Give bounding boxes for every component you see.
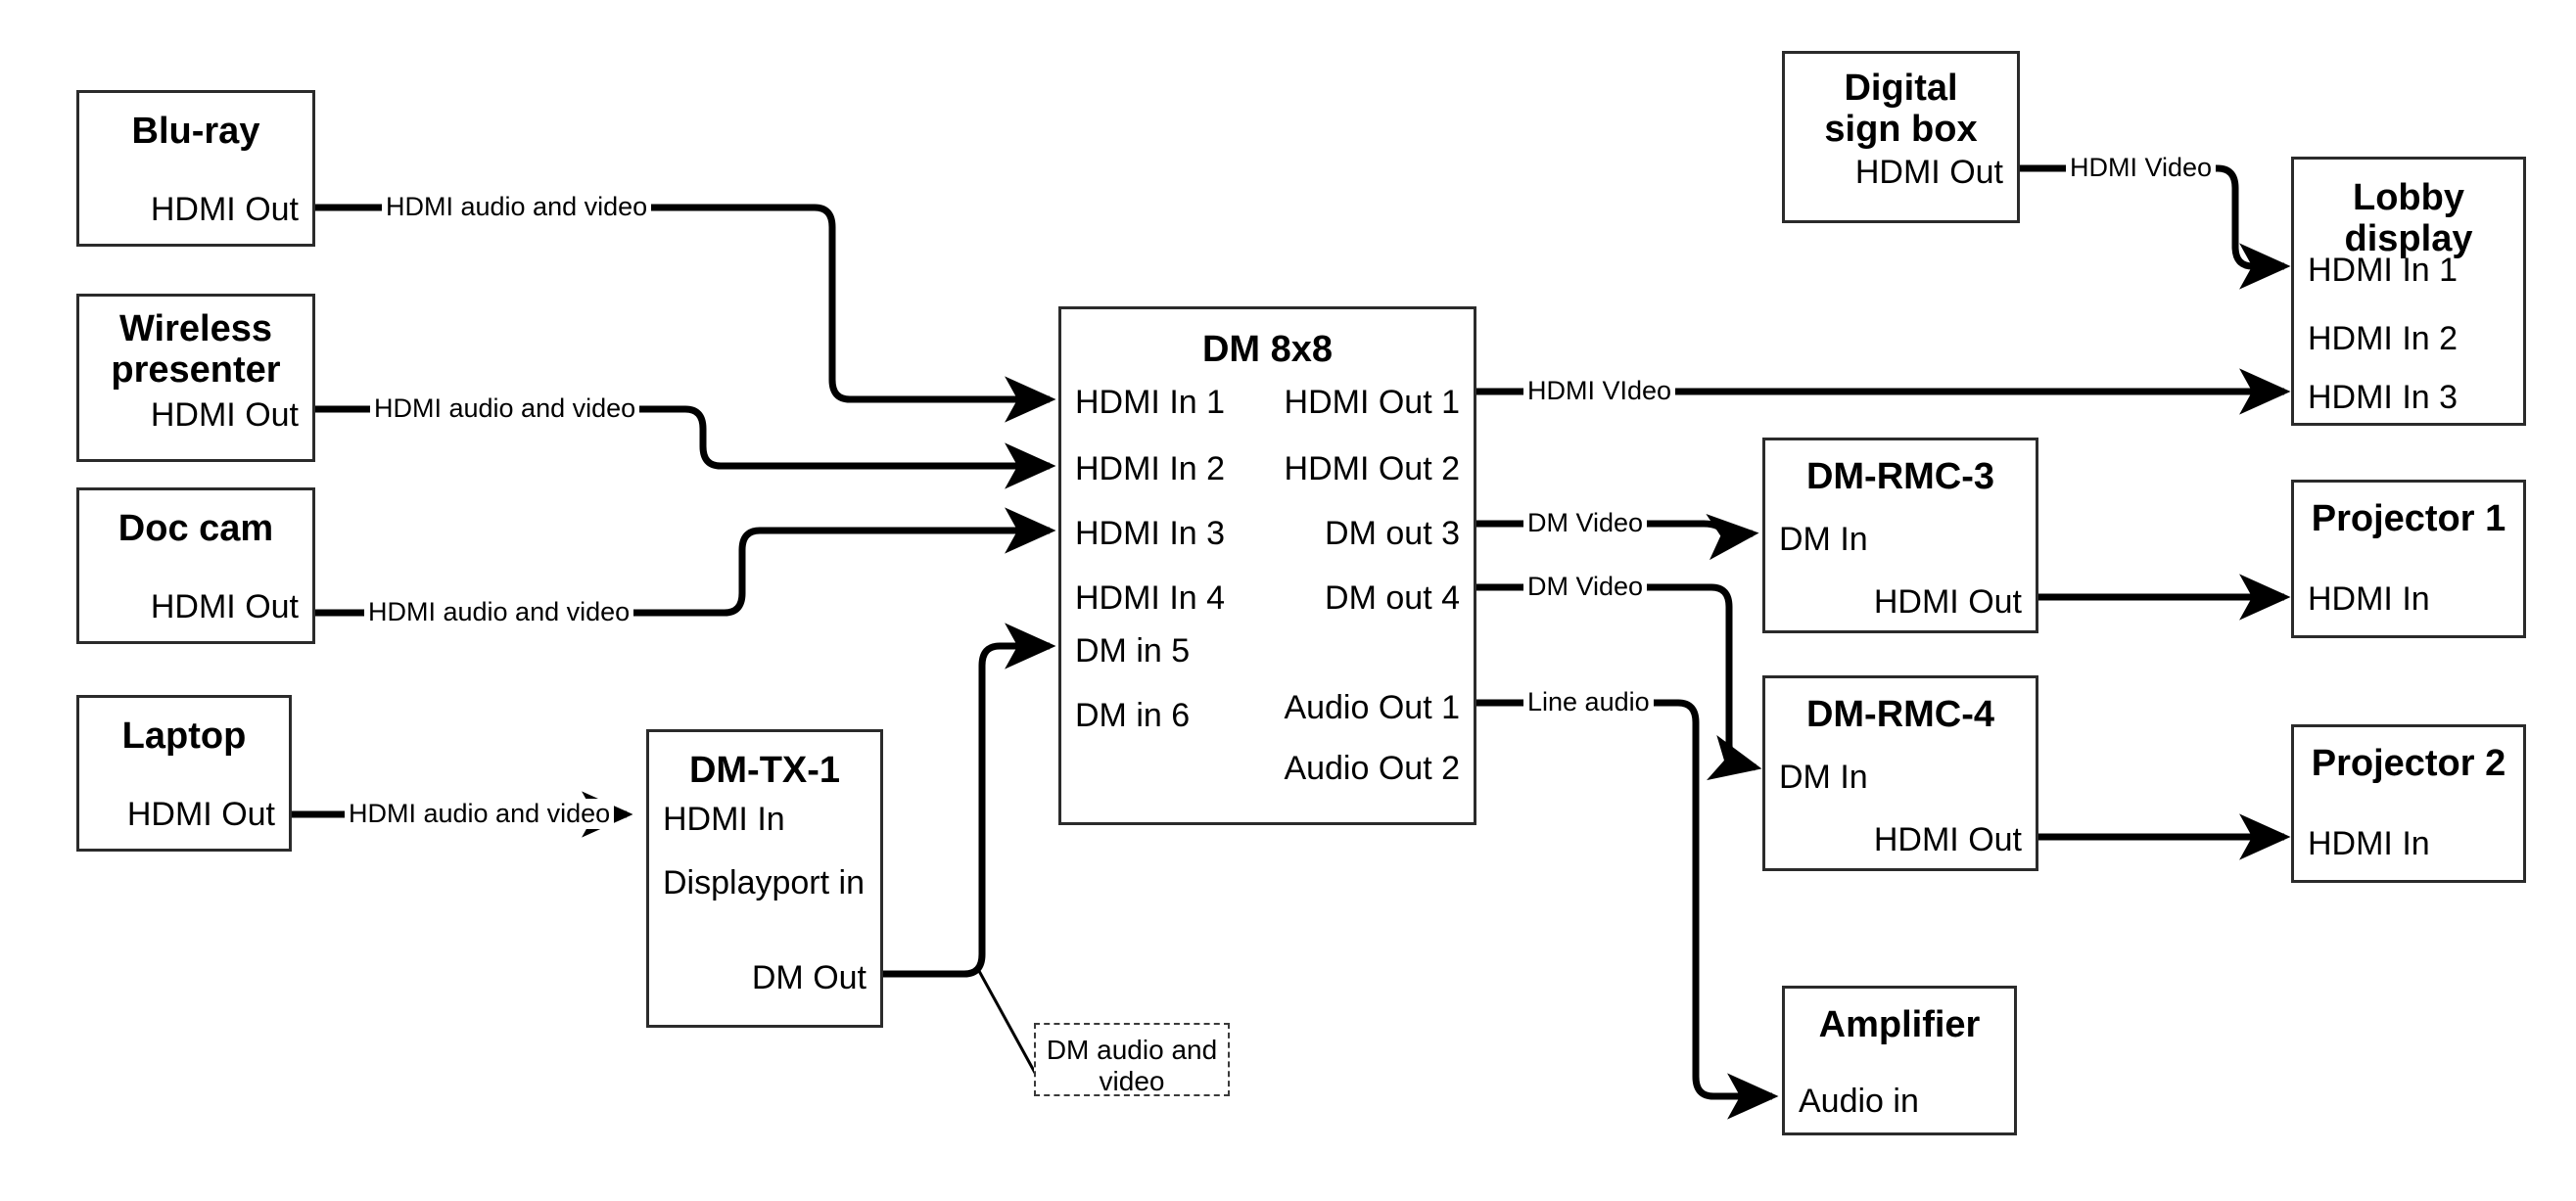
node-lobby-display[interactable]: Lobby display HDMI In 1 HDMI In 2 HDMI I… <box>2291 157 2526 426</box>
edge-dm8x8-to-dmrmc3 <box>1476 513 1759 561</box>
node-dm-8x8-input-dm-in-6: DM in 6 <box>1075 697 1191 734</box>
edge-dm8x8-to-amp <box>1476 699 1779 1120</box>
node-dm-rmc-4-port-dm-in: DM In <box>1779 759 1868 796</box>
edge-label-laptop: HDMI audio and video <box>345 799 615 829</box>
edge-label-digitalsign-lobby: HDMI Video <box>2066 153 2217 183</box>
node-amplifier-title: Amplifier <box>1818 1004 1981 1045</box>
node-projector-1[interactable]: Projector 1 HDMI In <box>2291 480 2526 638</box>
node-dm-rmc-4-title: DM-RMC-4 <box>1805 694 1995 735</box>
node-doc-cam-title: Doc cam <box>117 508 274 549</box>
edge-label-dm8x8-amp: Line audio <box>1523 687 1654 717</box>
node-dm-8x8-output-dm-out-3: DM out 3 <box>1325 515 1460 552</box>
node-lobby-display-port-hdmi-in-3: HDMI In 3 <box>2308 379 2459 416</box>
node-bluray-port-hdmi-out: HDMI Out <box>150 191 299 228</box>
node-doc-cam[interactable]: Doc cam HDMI Out <box>76 487 315 644</box>
node-laptop[interactable]: Laptop HDMI Out <box>76 695 292 852</box>
node-projector-2[interactable]: Projector 2 HDMI In <box>2291 724 2526 883</box>
node-dm-8x8-input-hdmi-in-3: HDMI In 3 <box>1075 515 1226 552</box>
callout-leader-line <box>977 970 1042 1083</box>
node-doc-cam-port-hdmi-out: HDMI Out <box>150 588 299 625</box>
node-digital-sign-box-port-hdmi-out: HDMI Out <box>1854 154 2003 191</box>
node-dm-rmc-3-port-hdmi-out: HDMI Out <box>1873 583 2022 621</box>
node-projector-1-title: Projector 1 <box>2311 498 2506 539</box>
callout-text: DM audio and video <box>1046 1035 1218 1096</box>
node-dm-rmc-3[interactable]: DM-RMC-3 DM In HDMI Out <box>1762 438 2038 633</box>
node-dm-8x8[interactable]: DM 8x8 HDMI In 1 HDMI In 2 HDMI In 3 HDM… <box>1058 306 1476 825</box>
node-bluray-title: Blu-ray <box>131 111 260 152</box>
node-digital-sign-box-title: Digital sign box <box>1824 68 1978 150</box>
node-dm-tx-1-port-dm-out: DM Out <box>751 959 866 996</box>
node-dm-tx-1-port-displayport-in: Displayport in <box>663 864 865 901</box>
node-dm-8x8-input-hdmi-in-2: HDMI In 2 <box>1075 450 1226 487</box>
node-dm-8x8-title: DM 8x8 <box>1201 329 1334 370</box>
node-lobby-display-port-hdmi-in-1: HDMI In 1 <box>2308 252 2459 289</box>
node-dm-8x8-input-hdmi-in-1: HDMI In 1 <box>1075 384 1226 421</box>
edge-wireless-to-dm8x8 <box>315 405 1056 489</box>
node-dm-tx-1-title: DM-TX-1 <box>688 750 841 791</box>
edge-bluray-to-dm8x8 <box>315 204 1056 423</box>
callout-dm-audio-video: DM audio and video <box>1034 1023 1230 1096</box>
node-laptop-title: Laptop <box>121 716 247 757</box>
node-dm-8x8-output-hdmi-out-1: HDMI Out 1 <box>1284 384 1460 421</box>
node-amplifier-port-audio-in: Audio in <box>1799 1083 1919 1120</box>
edge-label-doccam: HDMI audio and video <box>364 597 634 627</box>
node-lobby-display-title: Lobby display <box>2344 177 2473 259</box>
node-projector-1-port-hdmi-in: HDMI In <box>2308 580 2430 618</box>
node-lobby-display-port-hdmi-in-2: HDMI In 2 <box>2308 320 2459 357</box>
node-dm-8x8-output-hdmi-out-2: HDMI Out 2 <box>1284 450 1460 487</box>
node-laptop-port-hdmi-out: HDMI Out <box>126 796 275 833</box>
node-dm-rmc-4[interactable]: DM-RMC-4 DM In HDMI Out <box>1762 675 2038 871</box>
node-projector-2-title: Projector 2 <box>2311 743 2506 784</box>
node-projector-2-port-hdmi-in: HDMI In <box>2308 825 2430 862</box>
node-dm-8x8-input-hdmi-in-4: HDMI In 4 <box>1075 579 1226 617</box>
edge-label-dm8x8-lobby: HDMI VIdeo <box>1523 376 1676 406</box>
node-bluray[interactable]: Blu-ray HDMI Out <box>76 90 315 247</box>
node-dm-rmc-4-port-hdmi-out: HDMI Out <box>1873 821 2022 858</box>
node-digital-sign-box[interactable]: Digital sign box HDMI Out <box>1782 51 2020 223</box>
node-dm-tx-1[interactable]: DM-TX-1 HDMI In Displayport in DM Out <box>646 729 883 1028</box>
node-amplifier[interactable]: Amplifier Audio in <box>1782 986 2017 1135</box>
node-dm-8x8-output-audio-out-2: Audio Out 2 <box>1284 750 1460 787</box>
node-wireless-presenter-port-hdmi-out: HDMI Out <box>150 396 299 434</box>
edge-label-dm8x8-dmrmc4: DM Video <box>1523 572 1648 602</box>
edge-doccam-to-dm8x8 <box>315 507 1056 617</box>
edge-label-dm8x8-dmrmc3: DM Video <box>1523 508 1648 538</box>
node-dm-rmc-3-port-dm-in: DM In <box>1779 521 1868 558</box>
edge-digitalsign-to-lobby <box>2017 164 2291 290</box>
node-dm-8x8-input-dm-in-5: DM in 5 <box>1075 632 1191 670</box>
node-dm-tx-1-port-hdmi-in: HDMI In <box>663 801 785 838</box>
edge-dmtx1-to-dm8x8 <box>882 623 1056 978</box>
edge-label-wireless: HDMI audio and video <box>370 393 640 424</box>
node-dm-8x8-output-dm-out-4: DM out 4 <box>1325 579 1460 617</box>
edge-dm8x8-to-dmrmc4 <box>1476 583 1762 781</box>
node-dm-8x8-output-audio-out-1: Audio Out 1 <box>1284 689 1460 726</box>
node-wireless-presenter-title: Wireless presenter <box>111 308 281 391</box>
edge-label-bluray: HDMI audio and video <box>382 192 652 222</box>
node-dm-rmc-3-title: DM-RMC-3 <box>1805 456 1995 497</box>
node-wireless-presenter[interactable]: Wireless presenter HDMI Out <box>76 294 315 462</box>
